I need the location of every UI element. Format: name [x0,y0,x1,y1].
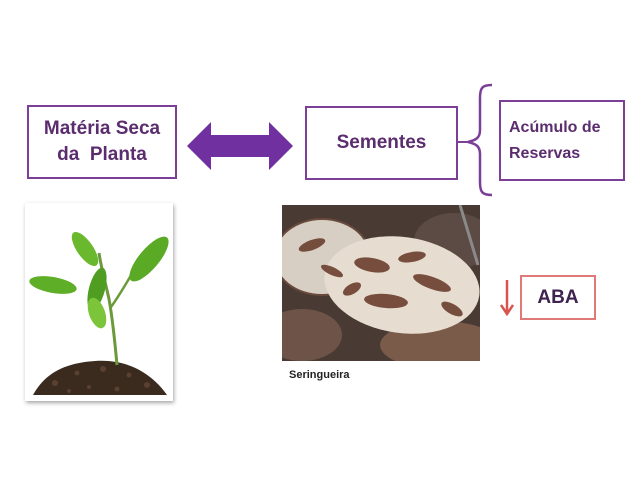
seringueira-caption: Seringueira [289,369,350,381]
sementes-label: Sementes [336,132,427,153]
acumulo-reservas-label: Acúmulo de Reservas [509,118,601,162]
acumulo-reservas-box: Acúmulo de Reservas [499,100,625,181]
materia-seca-box: Matéria Seca da Planta [27,105,177,179]
aba-label: ABA [537,286,579,308]
down-arrow-icon [500,280,514,317]
left-right-arrow-icon [187,122,293,170]
curly-brace-icon [458,83,493,197]
materia-seca-label: Matéria Seca da Planta [43,118,161,165]
seringueira-seeds-photo [262,204,500,369]
seedling-photo [25,203,173,401]
sementes-box: Sementes [305,106,458,180]
aba-box: ABA [520,275,596,320]
